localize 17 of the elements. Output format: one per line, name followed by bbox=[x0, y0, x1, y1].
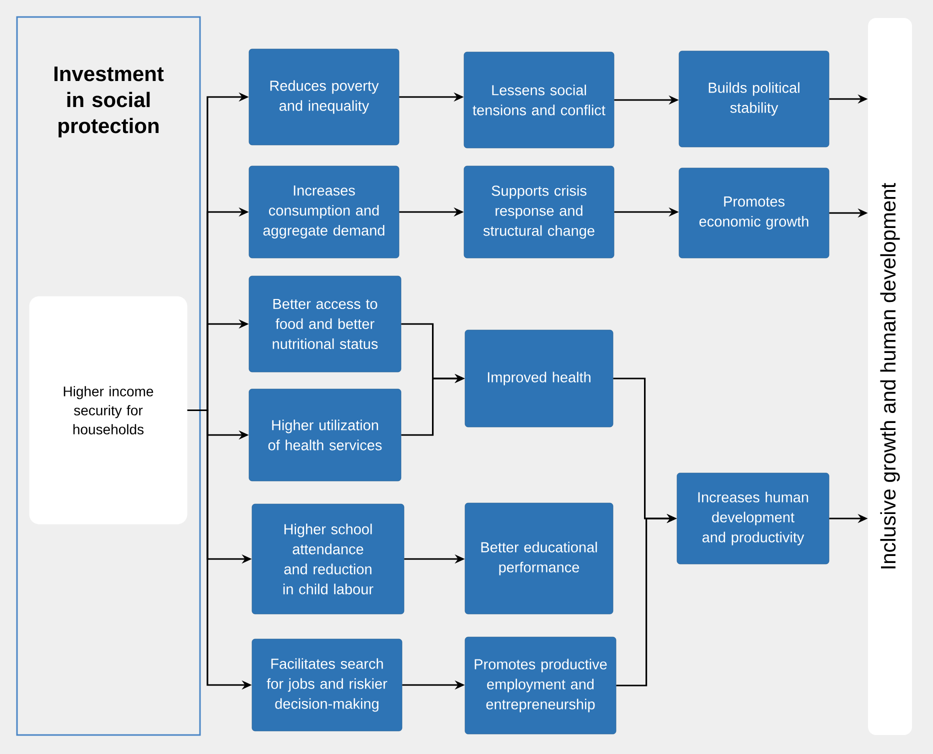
process-box: Lessens social tensions and conflict bbox=[464, 52, 614, 148]
process-box: Improved health bbox=[464, 330, 614, 428]
process-box: Increases human development and productivity bbox=[676, 472, 830, 564]
panel-heading: Investment in social protection bbox=[54, 66, 164, 138]
process-box: Increases consumption and aggregate demand bbox=[248, 166, 400, 258]
text-box: Higher income security for households bbox=[29, 296, 188, 524]
process-box: Reduces poverty and inequality bbox=[248, 48, 400, 146]
process-box: Promotes productive employment and entrepreneurship bbox=[464, 636, 616, 734]
process-box: Facilitates search for jobs and riskier decision-making bbox=[252, 638, 402, 732]
process-box: Better access to food and better nutritional status bbox=[248, 276, 402, 372]
process-box: Promotes economic growth bbox=[678, 168, 830, 258]
process-box: Builds political stability bbox=[678, 50, 830, 148]
outcome-panel: Inclusive growth and human development bbox=[868, 18, 912, 735]
process-box: Better educational performance bbox=[464, 502, 614, 614]
process-box: Supports crisis response and structural change bbox=[464, 166, 614, 258]
process-box: Higher school attendance and reduction in child labour bbox=[252, 504, 404, 614]
process-box: Higher utilization of health services bbox=[248, 388, 402, 482]
